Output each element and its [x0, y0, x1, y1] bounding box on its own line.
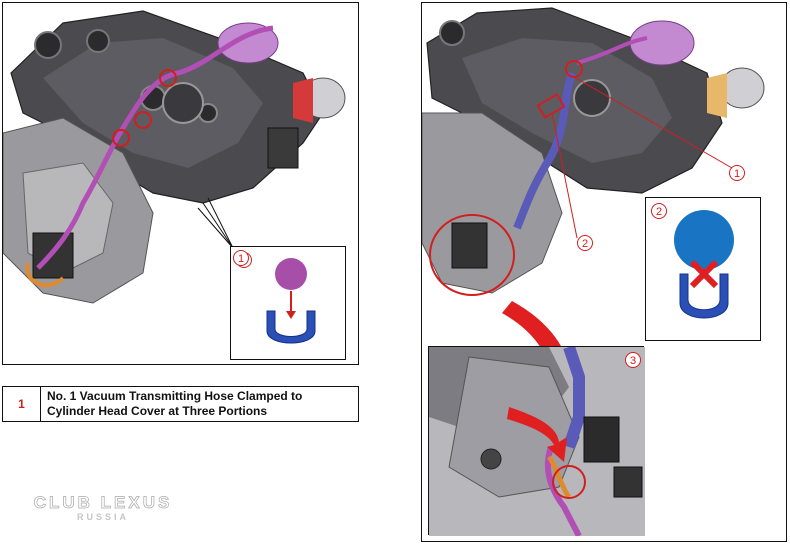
callout-1: 1	[729, 165, 745, 181]
close-up-inset: 3	[428, 346, 645, 536]
clamp-detail-inset: 1	[230, 246, 346, 360]
legend-number: 1	[3, 387, 41, 421]
legend-line-1: No. 1 Vacuum Transmitting Hose Clamped t…	[47, 389, 303, 403]
left-callout-1: 1	[233, 250, 249, 266]
right-engine-drawing	[422, 7, 765, 423]
legend-description: No. 1 Vacuum Transmitting Hose Clamped t…	[41, 387, 358, 421]
incorrect-clamp-inset: 2	[645, 197, 761, 341]
left-engine-drawing	[3, 10, 346, 304]
club-lexus-watermark: CLUB LEXUS RUSSIA	[28, 493, 178, 522]
legend-table: 1 No. 1 Vacuum Transmitting Hose Clamped…	[2, 386, 359, 422]
inset-2-callout-number: 2	[651, 203, 667, 219]
inset-3-callout-number: 3	[625, 352, 641, 368]
legend-line-2: Cylinder Head Cover at Three Portions	[47, 404, 268, 418]
close-up-drawing	[429, 347, 645, 536]
callout-2: 2	[577, 235, 593, 251]
clamp-detail-drawing	[266, 258, 316, 344]
watermark-line-2: RUSSIA	[76, 512, 129, 522]
left-illustration-panel: 1	[2, 2, 359, 365]
right-illustration-panel: 1 2 2 3	[421, 2, 787, 542]
incorrect-clamp-drawing	[674, 210, 734, 319]
watermark-line-1: CLUB LEXUS	[33, 493, 173, 513]
